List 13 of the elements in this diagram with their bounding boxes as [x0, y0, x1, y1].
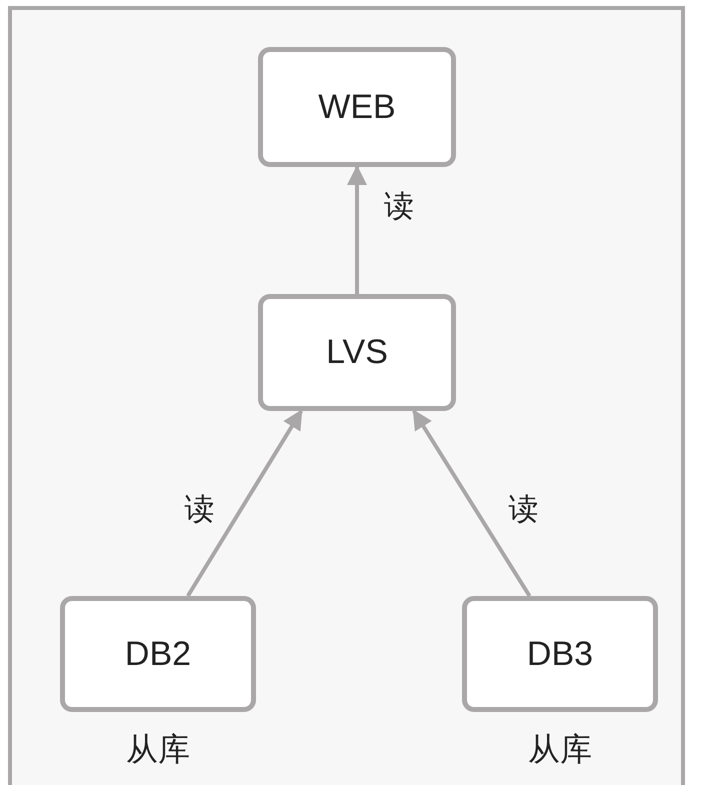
- process-box: [258, 47, 456, 167]
- process-box: [60, 596, 256, 712]
- arrow: [186, 409, 303, 598]
- node-label: DB2: [124, 634, 192, 674]
- node-label: LVS: [326, 333, 388, 372]
- node-caption: 从库: [125, 730, 191, 769]
- arrow: [347, 165, 367, 294]
- node-caption: 从库: [527, 730, 593, 769]
- process-box: [258, 294, 456, 411]
- node-label: WEB: [318, 88, 396, 126]
- arrow: [412, 409, 532, 598]
- node-label: DB3: [526, 634, 594, 674]
- process-box: [462, 596, 658, 712]
